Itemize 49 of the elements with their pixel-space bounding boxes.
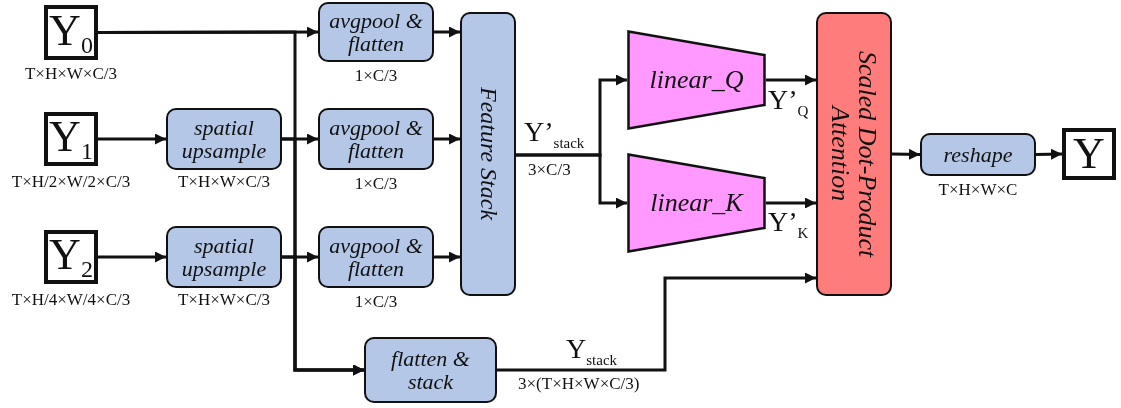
arrow	[516, 153, 627, 209]
node-label: spatial upsample	[180, 115, 268, 163]
attention-block	[816, 12, 892, 296]
node-label: flatten & stack	[390, 346, 471, 394]
arrow	[98, 133, 166, 145]
arrow	[434, 251, 460, 263]
process-box	[364, 337, 497, 403]
process-box	[318, 226, 434, 288]
node-label: Y$_{1}$	[49, 115, 93, 163]
node-label: Feature Stack	[475, 87, 501, 221]
shape-annotation: 1×C/3	[354, 66, 398, 86]
shape-annotation: T×H/4×W/4×C/3	[11, 290, 131, 310]
shape-annotation: T×H×W×C/3	[178, 172, 270, 192]
shape-annotation: T×H×W×C/3	[178, 290, 270, 310]
node-label: avgpool & flatten	[328, 8, 424, 56]
node-label: Scaled Dot-Product Attention	[826, 49, 882, 260]
arrow	[434, 133, 460, 145]
arrow	[766, 197, 816, 209]
shape-annotation: 1×C/3	[354, 292, 398, 312]
process-box	[318, 2, 434, 62]
shape-annotation: T×H×W×C	[938, 180, 1018, 200]
arrow	[434, 26, 460, 38]
shape-annotation: 3×C/3	[528, 160, 571, 180]
node-label: Y$_{2}$	[49, 233, 93, 281]
node-label: avgpool & flatten	[328, 233, 424, 281]
node-label: spatial upsample	[180, 233, 268, 281]
shape-annotation: T×H×W×C/3	[25, 64, 117, 84]
arrow	[497, 272, 816, 372]
arrow	[891, 148, 921, 160]
node-label: avgpool & flatten	[328, 115, 424, 163]
process-box	[460, 12, 516, 296]
process-box	[166, 108, 282, 170]
arrow	[766, 74, 816, 86]
node-label: linear_K	[650, 188, 743, 218]
process-box	[318, 108, 434, 170]
arrow	[98, 251, 166, 263]
tensor-box	[1062, 128, 1116, 180]
arrow	[1035, 148, 1063, 160]
arrow	[282, 255, 364, 376]
edge-label: Y’$_{K}$	[768, 208, 809, 241]
shape-annotation: T×H/2×W/2×C/3	[11, 172, 131, 192]
shape-annotation: 3×(T×H×W×C/3)	[518, 374, 640, 394]
node-label: Y	[1073, 132, 1105, 176]
node-label: linear_Q	[649, 65, 744, 95]
node-label: reshape	[943, 142, 1013, 167]
node-label: Y$_{0}$	[49, 8, 93, 57]
process-box	[166, 226, 282, 288]
process-box	[920, 133, 1036, 176]
shape-annotation: 1×C/3	[354, 174, 398, 194]
